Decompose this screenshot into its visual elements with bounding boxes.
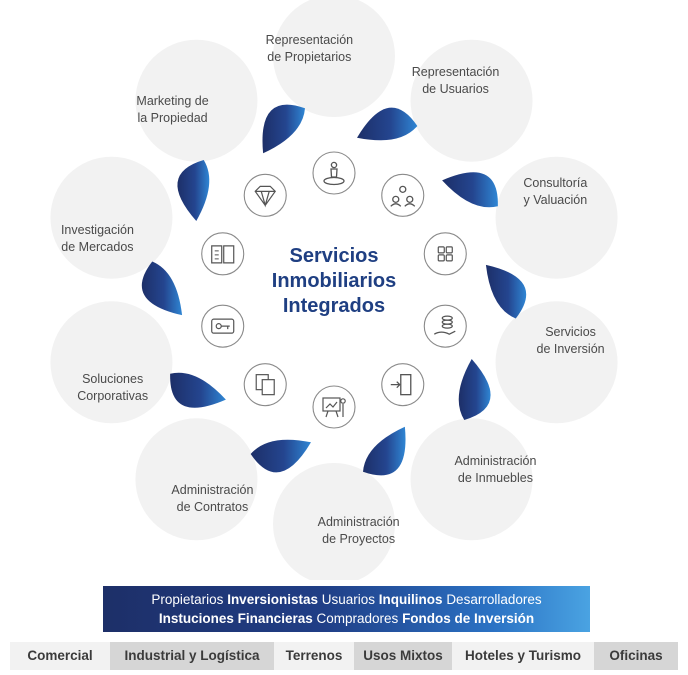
sector-tag: Comercial xyxy=(10,642,110,670)
client-types-banner: Propietarios Inversionistas Usuarios Inq… xyxy=(103,586,590,632)
petal-label-representacion-usuarios: Representación de Usuarios xyxy=(396,64,516,98)
petal-label-line: de Propietarios xyxy=(267,50,352,65)
blade-representacion-usuarios xyxy=(442,172,498,208)
petal-label-line: Administración xyxy=(317,514,400,529)
sector-tag: Usos Mixtos xyxy=(354,642,452,670)
blade-representacion-propietarios xyxy=(357,107,418,141)
presentation-icon xyxy=(312,385,356,429)
petal-label-investigacion-mercados: Investigación de Mercados xyxy=(37,222,157,256)
petal-marketing-propiedad xyxy=(135,39,258,162)
petal-label-administracion-contratos: Administración de Contratos xyxy=(152,482,272,516)
petal-label-line: Corporativas xyxy=(77,388,149,403)
petal-label-consultoria-valuacion: Consultoría y Valuación xyxy=(495,175,615,209)
client-types-line-1: Propietarios Inversionistas Usuarios Inq… xyxy=(103,590,590,609)
person-pin-icon xyxy=(312,151,356,195)
petal-label-line: Consultoría xyxy=(523,176,588,191)
petal-label-line: de Usuarios xyxy=(422,81,489,96)
center-title-line-1: Servicios xyxy=(289,245,379,267)
client-types-line-2: Instuciones Financieras Compradores Fond… xyxy=(103,609,590,628)
petal-label-representacion-propietarios: Representación de Propietarios xyxy=(249,32,369,66)
sector-tag: Oficinas xyxy=(594,642,678,670)
client-type: Usuarios xyxy=(321,592,376,607)
blade-administracion-inmuebles xyxy=(363,426,406,476)
center-title-line-2: Inmobiliarios xyxy=(271,270,397,292)
petal-representacion-usuarios xyxy=(410,39,533,162)
key-icon xyxy=(201,304,245,348)
petal-label-line: Administración xyxy=(171,483,254,498)
petal-label-servicios-inversion: Servicios de Inversión xyxy=(511,324,631,358)
blade-administracion-proyectos xyxy=(250,439,311,473)
petal-consultoria-valuacion xyxy=(495,156,618,279)
calculator-icon xyxy=(423,232,467,276)
petal-soluciones-corporativas xyxy=(50,301,173,424)
book-icon xyxy=(201,232,245,276)
petal-label-line: de Proyectos xyxy=(322,531,396,546)
petal-label-line: Representación xyxy=(265,33,354,48)
documents-icon xyxy=(243,363,287,407)
petal-label-line: de Inversión xyxy=(536,341,605,356)
sector-tag: Hoteles y Turismo xyxy=(452,642,594,670)
users-icon xyxy=(381,173,425,217)
door-icon xyxy=(381,363,425,407)
petal-label-administracion-inmuebles: Administración de Inmuebles xyxy=(435,453,555,487)
blade-administracion-contratos xyxy=(170,372,226,408)
petal-label-line: Administración xyxy=(454,454,537,469)
client-type-bold: Inquilinos xyxy=(378,592,443,607)
services-wheel xyxy=(50,0,618,580)
petal-investigacion-mercados xyxy=(50,156,173,279)
petal-label-line: y Valuación xyxy=(523,193,588,208)
client-type: Propietarios xyxy=(151,592,224,607)
blade-marketing-propiedad xyxy=(262,104,305,154)
petal-label-marketing-propiedad: Marketing de la Propiedad xyxy=(113,93,233,127)
client-type-bold: Fondos de Inversión xyxy=(402,611,535,626)
petal-label-line: de Mercados xyxy=(61,240,134,255)
sector-tag: Terrenos xyxy=(274,642,354,670)
petal-label-administracion-proyectos: Administración de Proyectos xyxy=(299,514,419,548)
petal-label-line: de Inmuebles xyxy=(457,471,533,486)
blade-investigacion-mercados xyxy=(177,160,210,222)
petal-label-line: la Propiedad xyxy=(137,110,208,125)
client-type: Compradores xyxy=(316,611,399,626)
petal-label-line: Soluciones xyxy=(82,371,144,386)
client-type: Desarrolladores xyxy=(446,592,542,607)
petal-label-line: Investigación xyxy=(60,223,134,238)
blade-soluciones-corporativas xyxy=(141,261,183,316)
petal-servicios-inversion xyxy=(495,301,618,424)
center-title: Servicios Inmobiliarios Integrados xyxy=(224,244,444,319)
blade-consultoria-valuacion xyxy=(485,264,527,319)
petal-label-line: de Contratos xyxy=(176,500,249,515)
blade-servicios-inversion xyxy=(458,358,491,420)
petal-label-line: Marketing de xyxy=(136,93,209,108)
coins-hand-icon xyxy=(423,304,467,348)
petal-representacion-propietarios xyxy=(273,0,395,117)
center-title-line-3: Integrados xyxy=(282,295,386,317)
client-type-bold: Instuciones Financieras xyxy=(158,611,313,626)
diamond-icon xyxy=(243,173,287,217)
client-type-bold: Inversionistas xyxy=(227,592,318,607)
sector-tag: Industrial y Logística xyxy=(110,642,274,670)
petal-administracion-proyectos xyxy=(273,463,395,580)
petal-administracion-inmuebles xyxy=(410,418,533,541)
petal-label-line: Servicios xyxy=(545,324,596,339)
petal-administracion-contratos xyxy=(135,418,258,541)
petal-label-line: Representación xyxy=(411,64,500,79)
